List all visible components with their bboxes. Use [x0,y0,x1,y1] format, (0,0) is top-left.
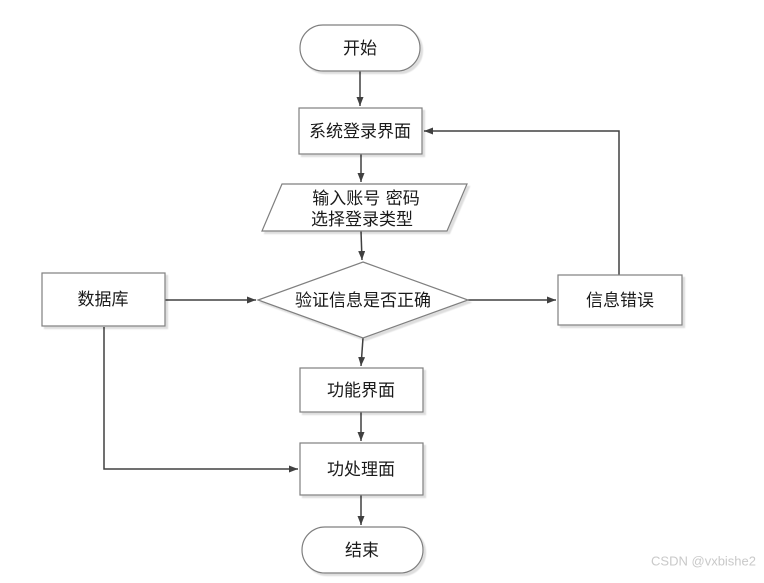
function-label: 功能界面 [327,381,395,401]
edge-input-to-verify [358,230,366,261]
input-parallelogram-shape [261,183,468,232]
error-process-shape [557,274,683,326]
node-function-ui: 功能界面 [299,367,424,413]
edge-group [103,71,620,525]
login-label: 系统登录界面 [309,122,411,142]
node-database: 数据库 [41,272,166,327]
edge-error-to-login [424,127,620,275]
database-process-shape [41,272,166,327]
start-terminator-shape [299,24,421,72]
end-label: 结束 [345,541,379,561]
edge-database-to-process [103,327,298,473]
csdn-watermark: CSDN @vxbishe2 [651,554,756,569]
node-error: 信息错误 [557,274,683,326]
node-login: 系统登录界面 [298,107,423,155]
verify-decision-shape [256,261,470,339]
database-label: 数据库 [78,290,129,310]
login-process-shape [298,107,423,155]
node-process-ui: 功处理面 [299,442,424,496]
node-verify: 验证信息是否正确 [256,261,470,339]
node-start: 开始 [299,24,421,72]
function-process-shape [299,367,424,413]
end-terminator-shape [301,526,424,574]
input-label-line1: 输入账号 密码 [312,189,419,209]
node-input: 输入账号 密码 选择登录类型 [261,183,468,232]
start-label: 开始 [343,39,377,59]
process-process-shape [299,442,424,496]
node-end: 结束 [301,526,424,574]
verify-label: 验证信息是否正确 [295,291,431,311]
process-label: 功处理面 [327,460,395,480]
edge-verify-to-function [358,337,366,367]
error-label: 信息错误 [586,291,654,311]
input-label-line2: 选择登录类型 [311,210,413,230]
